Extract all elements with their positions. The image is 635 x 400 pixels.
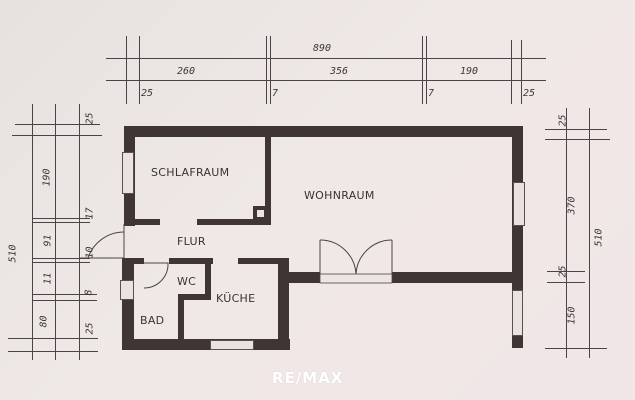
window-bad: [120, 280, 134, 300]
dim-wall-right: 25: [523, 88, 536, 99]
window-wohnraum: [513, 182, 525, 226]
dim-total-width: 890: [313, 43, 332, 54]
dim-wall-left: 25: [141, 88, 154, 99]
dim-right-width: 190: [460, 66, 479, 77]
dim-wall-inner-2: 7: [428, 88, 435, 99]
window-balcony: [512, 290, 523, 336]
window-kueche: [210, 340, 254, 350]
remax-logo: RE/MAX: [272, 369, 344, 387]
dim-wohnraum-width: 356: [330, 66, 349, 77]
room-label-kueche: KÜCHE: [216, 292, 256, 305]
room-label-schlafraum: SCHLAFRAUM: [151, 166, 230, 179]
room-label-wc: WC: [177, 275, 197, 288]
dim-wall-inner-1: 7: [272, 88, 279, 99]
room-label-flur: FLUR: [177, 235, 206, 248]
room-label-bad: BAD: [140, 314, 165, 327]
dim-schlafraum-width: 260: [177, 66, 196, 77]
room-label-wohnraum: WOHNRAUM: [304, 189, 375, 202]
window-schlafraum: [122, 152, 134, 194]
